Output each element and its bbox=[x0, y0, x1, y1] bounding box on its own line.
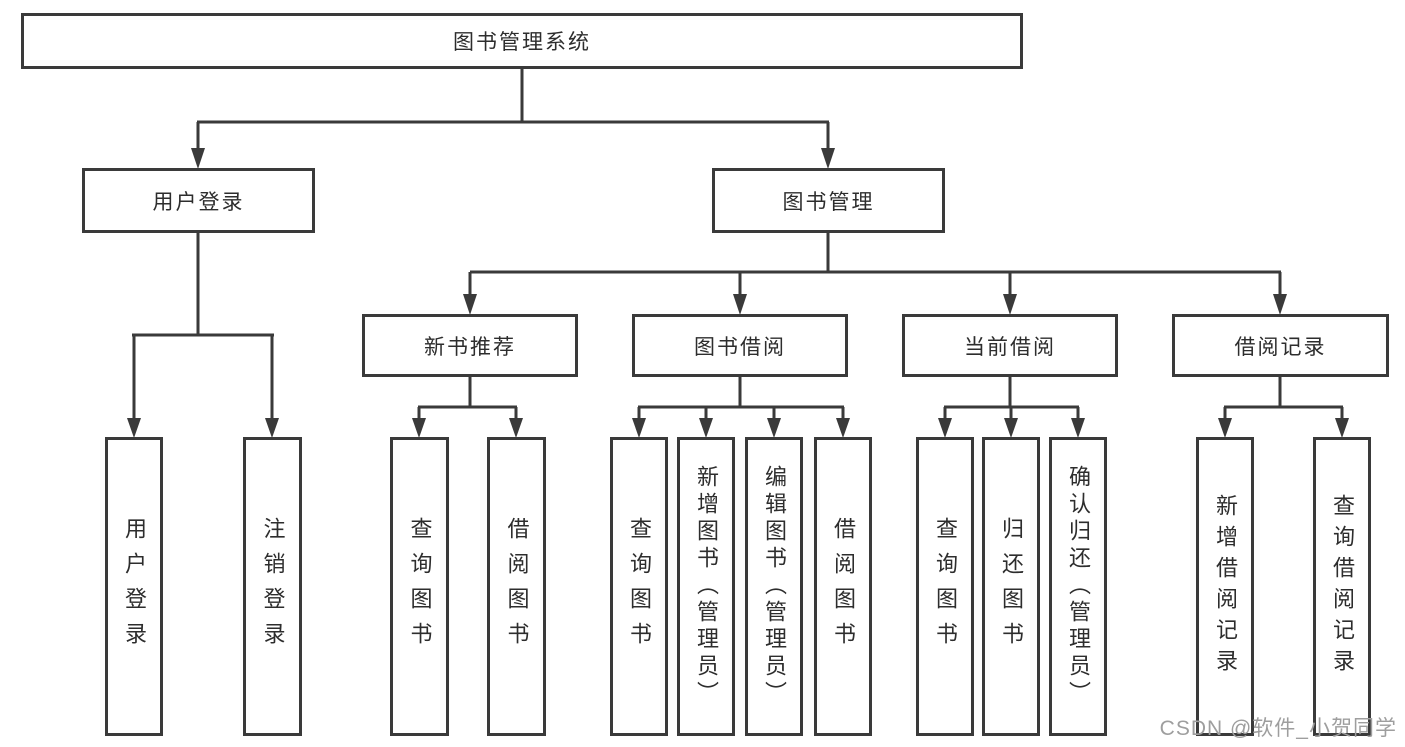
leaf-cb-confirm-return-label: 确认归还（管理员） bbox=[1066, 465, 1091, 708]
node-book-mgmt-label: 图书管理 bbox=[782, 190, 875, 214]
leaf-br-query-record-label: 查询借阅记录 bbox=[1330, 493, 1355, 680]
leaf-logout: 注销登录 bbox=[243, 437, 302, 736]
node-current-borrow: 当前借阅 bbox=[902, 314, 1118, 377]
node-new-book-rec: 新书推荐 bbox=[362, 314, 578, 377]
node-borrow-records: 借阅记录 bbox=[1172, 314, 1389, 377]
leaf-br-query-record: 查询借阅记录 bbox=[1313, 437, 1371, 736]
node-root-label: 图书管理系统 bbox=[453, 31, 591, 54]
node-user-login: 用户登录 bbox=[82, 168, 315, 233]
leaf-br-add-record-label: 新增借阅记录 bbox=[1213, 493, 1238, 680]
leaf-bb-borrow-book-label: 借阅图书 bbox=[831, 516, 856, 657]
leaf-rec-borrow-book: 借阅图书 bbox=[487, 437, 546, 736]
leaf-cb-return-book: 归还图书 bbox=[982, 437, 1040, 736]
node-book-borrow: 图书借阅 bbox=[632, 314, 848, 377]
leaf-rec-query-book-label: 查询图书 bbox=[407, 516, 433, 657]
leaf-rec-borrow-book-label: 借阅图书 bbox=[504, 516, 530, 657]
node-new-book-rec-label: 新书推荐 bbox=[424, 335, 516, 359]
leaf-cb-return-book-label: 归还图书 bbox=[999, 516, 1024, 657]
leaf-bb-edit-book-label: 编辑图书（管理员） bbox=[762, 465, 787, 708]
leaf-cb-confirm-return: 确认归还（管理员） bbox=[1049, 437, 1107, 736]
node-current-borrow-label: 当前借阅 bbox=[964, 335, 1056, 359]
leaf-cb-query-book-label: 查询图书 bbox=[933, 516, 958, 657]
leaf-bb-edit-book: 编辑图书（管理员） bbox=[745, 437, 803, 736]
csdn-watermark: CSDN @软件_小贺同学 bbox=[1159, 717, 1397, 740]
node-book-borrow-label: 图书借阅 bbox=[694, 335, 786, 359]
node-root: 图书管理系统 bbox=[21, 13, 1023, 69]
leaf-rec-query-book: 查询图书 bbox=[390, 437, 449, 736]
leaf-br-add-record: 新增借阅记录 bbox=[1196, 437, 1254, 736]
leaf-bb-add-book-label: 新增图书（管理员） bbox=[694, 465, 719, 708]
leaf-cb-query-book: 查询图书 bbox=[916, 437, 974, 736]
leaf-bb-query-book-label: 查询图书 bbox=[627, 516, 652, 657]
node-borrow-records-label: 借阅记录 bbox=[1234, 335, 1327, 359]
leaf-bb-add-book: 新增图书（管理员） bbox=[677, 437, 735, 736]
node-user-login-label: 用户登录 bbox=[152, 190, 245, 214]
leaf-logout-label: 注销登录 bbox=[260, 516, 286, 657]
node-book-mgmt: 图书管理 bbox=[712, 168, 945, 233]
leaf-bb-query-book: 查询图书 bbox=[610, 437, 668, 736]
leaf-user-login: 用户登录 bbox=[105, 437, 163, 736]
leaf-bb-borrow-book: 借阅图书 bbox=[814, 437, 872, 736]
leaf-user-login-label: 用户登录 bbox=[122, 516, 147, 657]
